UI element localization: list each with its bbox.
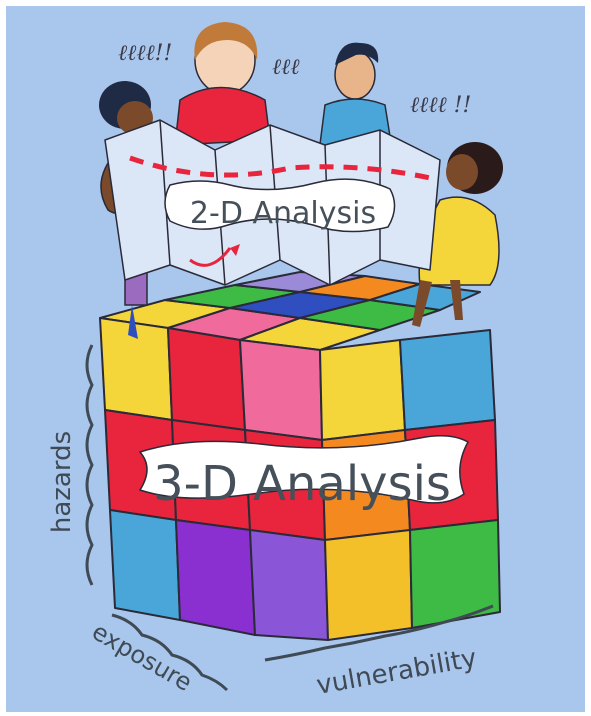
person-center [174, 22, 271, 146]
speech-right: ℓℓℓℓ !! [410, 93, 471, 118]
banner-3d: 3-D Analysis [138, 435, 470, 512]
axis-hazards: hazards [47, 431, 77, 533]
vulnerability-brace [264, 604, 494, 662]
speech-middle: ℓℓℓ [272, 55, 300, 80]
person-right [412, 142, 503, 327]
banner-3d-text: 3-D Analysis [153, 456, 451, 512]
speech-left: ℓℓℓℓ!! [118, 41, 172, 66]
hazards-brace [85, 344, 94, 586]
cube-front-face [239, 329, 501, 641]
banner-2d-text: 2-D Analysis [190, 196, 376, 231]
rubiks-cube [99, 271, 501, 641]
banner-2d: 2-D Analysis [164, 178, 396, 233]
exposure-brace [111, 613, 229, 692]
cube-left-face [99, 317, 256, 636]
